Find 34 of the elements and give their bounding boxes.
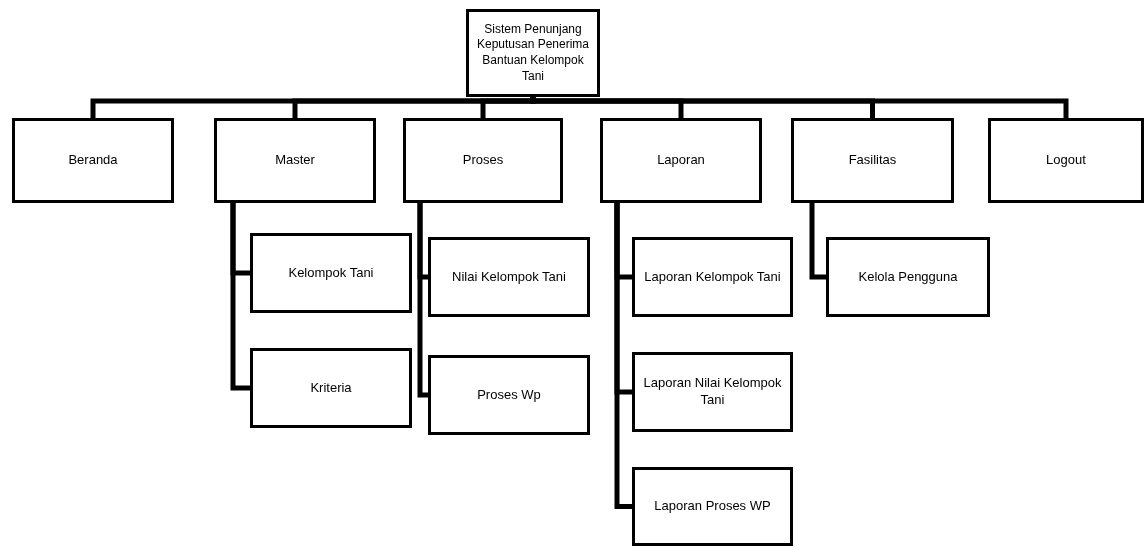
box-label: Kriteria <box>310 379 352 397</box>
menu-box <box>12 118 174 203</box>
menu-box <box>632 467 793 546</box>
menu-box <box>250 348 412 428</box>
menu-box <box>632 352 793 432</box>
box-label: Proses <box>462 152 504 169</box>
menu-box <box>428 237 590 317</box>
box-label: Master <box>275 152 315 169</box>
connector-line <box>809 203 826 280</box>
menu-box <box>826 237 990 317</box>
box-label: Kelompok Tani <box>288 264 374 282</box>
box-label: Laporan <box>657 152 705 169</box>
box-label: Fasilitas <box>848 152 897 169</box>
box-label: Laporan Nilai Kelompok Tani <box>642 375 783 409</box>
menu-box <box>214 118 376 203</box>
menu-box <box>250 233 412 313</box>
connector-line <box>417 203 428 398</box>
box-label: Nilai Kelompok Tani <box>452 268 566 286</box>
box-label: Sistem Penunjang Keputusan Penerima Bantuan Kelompok Tani <box>475 21 591 85</box>
box-label: Beranda <box>68 152 118 169</box>
box-label: Logout <box>1046 152 1086 169</box>
menu-box <box>791 118 954 203</box>
box-label: Kelola Pengguna <box>858 268 958 286</box>
menu-box <box>428 355 590 435</box>
menu-box <box>466 9 600 97</box>
menu-box <box>600 118 762 203</box>
connector-line <box>614 203 632 509</box>
menu-box <box>632 237 793 317</box>
box-label: Proses Wp <box>477 386 541 404</box>
connector-line <box>230 203 250 391</box>
box-label: Laporan Kelompok Tani <box>644 268 781 286</box>
menu-box <box>403 118 563 203</box>
menu-box <box>988 118 1144 203</box>
box-label: Laporan Proses WP <box>654 498 771 515</box>
